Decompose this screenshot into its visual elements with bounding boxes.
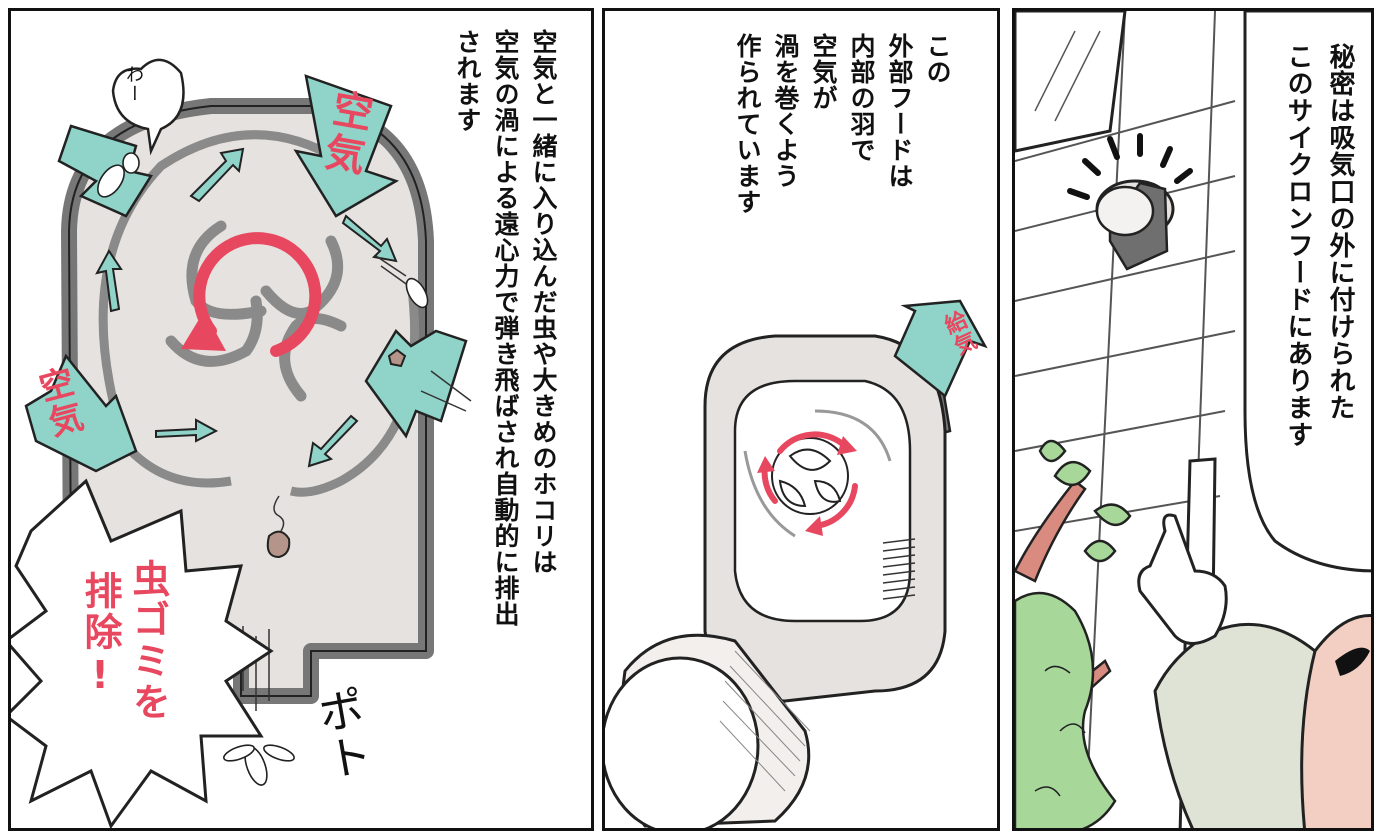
narration-line-1: 空気と一緒に入り込んだ虫や大きめのホコリは <box>529 29 558 575</box>
speech-line-2: このサイクロンフードにあります <box>1283 43 1313 448</box>
panel-hood-illustration: この 外部フードは 内部の羽で 空気が 渦を巻くよう 作られています 給気 <box>602 8 1000 831</box>
narration-line-3: されます <box>453 29 482 133</box>
speech-line-1: 秘密は吸気口の外に付けられた <box>1325 43 1355 421</box>
narration-line-6: 作られています <box>733 33 762 215</box>
cyclone-hood-illustration <box>605 299 988 828</box>
narration-line-5: 渦を巻くよう <box>771 33 800 189</box>
bug-speech: わー <box>123 65 144 103</box>
burst-line-1: 虫ゴミを <box>126 559 170 723</box>
panel-exterior-wall: 秘密は吸気口の外に付けられた このサイクロンフードにあります <box>1012 8 1374 831</box>
burst-line-2: 排除! <box>78 571 122 700</box>
narration-line-3: 内部の羽で <box>847 33 876 163</box>
narration-line-2: 外部フードは <box>885 33 914 189</box>
exterior-wall-scene <box>1015 11 1371 828</box>
cyclone-diagram <box>11 58 472 828</box>
narration-line-1: この <box>923 33 952 85</box>
narration-line-2: 空気の渦による遠心力で弾き飛ばされ自動的に排出 <box>491 29 520 627</box>
panel-cyclone-diagram: 空気と一緒に入り込んだ虫や大きめのホコリは 空気の渦による遠心力で弾き飛ばされ自… <box>8 8 594 831</box>
narration-line-4: 空気が <box>809 33 838 111</box>
